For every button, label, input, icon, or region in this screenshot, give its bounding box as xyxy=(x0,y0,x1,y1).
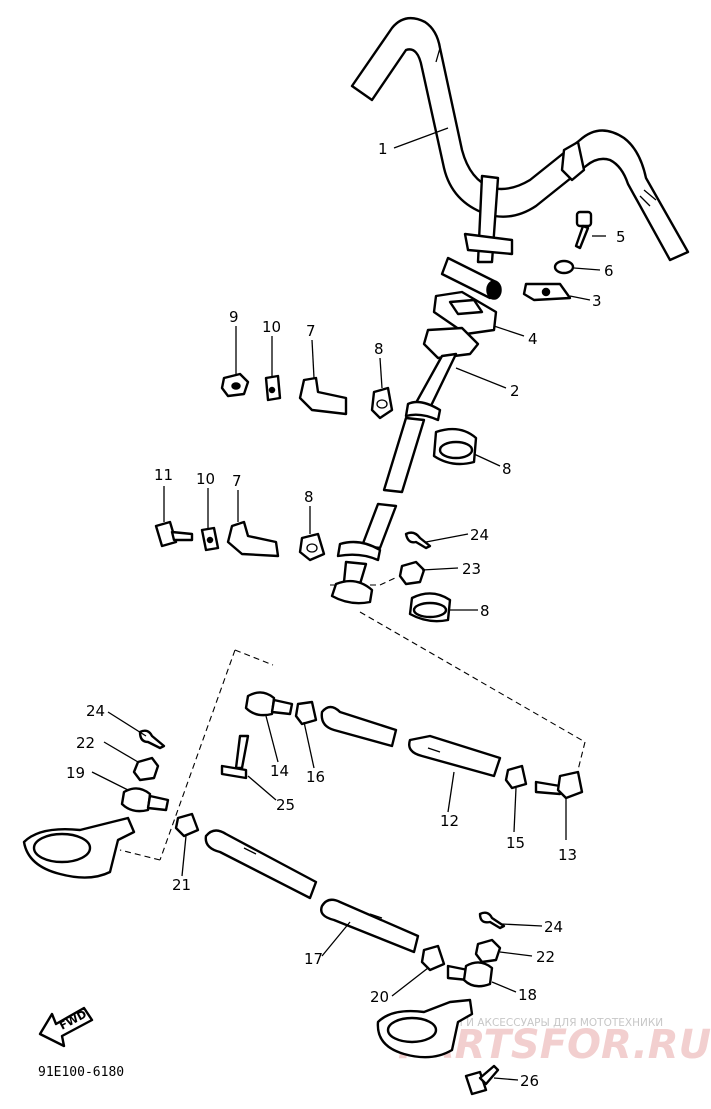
callout-22-left: 22 xyxy=(76,734,95,752)
callout-25: 25 xyxy=(276,796,295,814)
callout-2: 2 xyxy=(510,382,520,400)
lower-steering-shaft xyxy=(330,502,398,605)
diagram-code: 91E100-6180 xyxy=(38,1065,124,1080)
locknut-20 xyxy=(420,944,446,972)
tie-rod-12 xyxy=(320,705,502,778)
leader-lines xyxy=(91,127,606,1081)
callout-24-left: 24 xyxy=(86,702,105,720)
cotter-pin-24-left xyxy=(138,729,166,750)
fwd-arrow-icon: FWD xyxy=(38,1006,94,1048)
callout-8-extra: 9 xyxy=(229,308,239,326)
watermark-caption: ЗАПЧАСТИ И АКСЕССУАРЫ ДЛЯ МОТОТЕХНИКИ xyxy=(405,1017,663,1029)
callout-8-upper-small: 8 xyxy=(374,340,384,358)
nut-22-left xyxy=(132,756,160,782)
rod-end-14 xyxy=(244,691,294,717)
bolt-11 xyxy=(154,520,194,548)
callout-4: 4 xyxy=(528,330,538,348)
rod-end-19 xyxy=(120,787,170,813)
bushing-8-upper xyxy=(432,427,478,466)
callout-6: 6 xyxy=(604,262,614,280)
bracket-7-lower xyxy=(226,520,280,558)
callout-3: 3 xyxy=(592,292,602,310)
nut-9 xyxy=(220,372,250,398)
callout-8-lower-bushing: 8 xyxy=(480,602,490,620)
plate-10-upper xyxy=(264,374,282,402)
nut-22-right xyxy=(474,938,502,964)
upper-clamp-4 xyxy=(432,290,498,336)
callout-17: 17 xyxy=(304,950,323,968)
bushing-8-small-upper xyxy=(370,386,394,420)
washer-6 xyxy=(553,259,575,275)
steering-column-2 xyxy=(382,326,480,494)
callout-8-lower-small: 8 xyxy=(304,488,314,506)
callout-18: 18 xyxy=(518,986,537,1004)
callout-5: 5 xyxy=(616,228,626,246)
callout-26: 26 xyxy=(520,1072,539,1090)
bolt-5 xyxy=(574,210,593,250)
assembly-guide-lines xyxy=(119,577,586,861)
callout-14: 14 xyxy=(270,762,289,780)
bracket-7-upper xyxy=(298,376,348,416)
callout-12: 12 xyxy=(440,812,459,830)
bushing-8-small-lower xyxy=(298,532,326,562)
callout-20: 20 xyxy=(370,988,389,1006)
handlebar xyxy=(350,16,690,300)
knuckle-arm-right xyxy=(376,998,474,1059)
callout-7-upper: 7 xyxy=(306,322,316,340)
callout-16: 16 xyxy=(306,768,325,786)
callout-1: 1 xyxy=(378,140,388,158)
cotter-pin-24-right xyxy=(478,911,506,930)
callout-13: 13 xyxy=(558,846,577,864)
bolt-26 xyxy=(464,1064,500,1096)
callout-21: 21 xyxy=(172,876,191,894)
tie-rod-17 xyxy=(204,829,420,954)
callout-24-right: 24 xyxy=(544,918,563,936)
locknut-16 xyxy=(294,700,318,726)
bolt-25 xyxy=(220,734,250,780)
callout-7-lower: 7 xyxy=(232,472,242,490)
plate-10-lower xyxy=(200,526,220,552)
locknut-21 xyxy=(174,812,200,838)
nut-23 xyxy=(398,560,426,586)
callout-11: 11 xyxy=(154,466,173,484)
callout-10-lower: 10 xyxy=(196,470,215,488)
callout-8-upper-bushing: 8 xyxy=(502,460,512,478)
locknut-15 xyxy=(504,764,528,790)
callout-19: 19 xyxy=(66,764,85,782)
cotter-pin-24-upper xyxy=(404,531,432,550)
callout-10-upper: 10 xyxy=(262,318,281,336)
knuckle-arm-left xyxy=(22,816,136,879)
holder-3 xyxy=(522,282,572,302)
callout-labels: 1 2 3 4 5 6 7 7 8 8 8 8 9 8 10 10 11 12 … xyxy=(66,140,626,1090)
callout-15: 15 xyxy=(506,834,525,852)
callout-24-upper: 24 xyxy=(470,526,489,544)
rod-end-18 xyxy=(446,961,494,988)
callout-23: 23 xyxy=(462,560,481,578)
bushing-8-lower xyxy=(408,592,452,623)
callout-22-right: 22 xyxy=(536,948,555,966)
rod-end-13 xyxy=(534,770,584,800)
